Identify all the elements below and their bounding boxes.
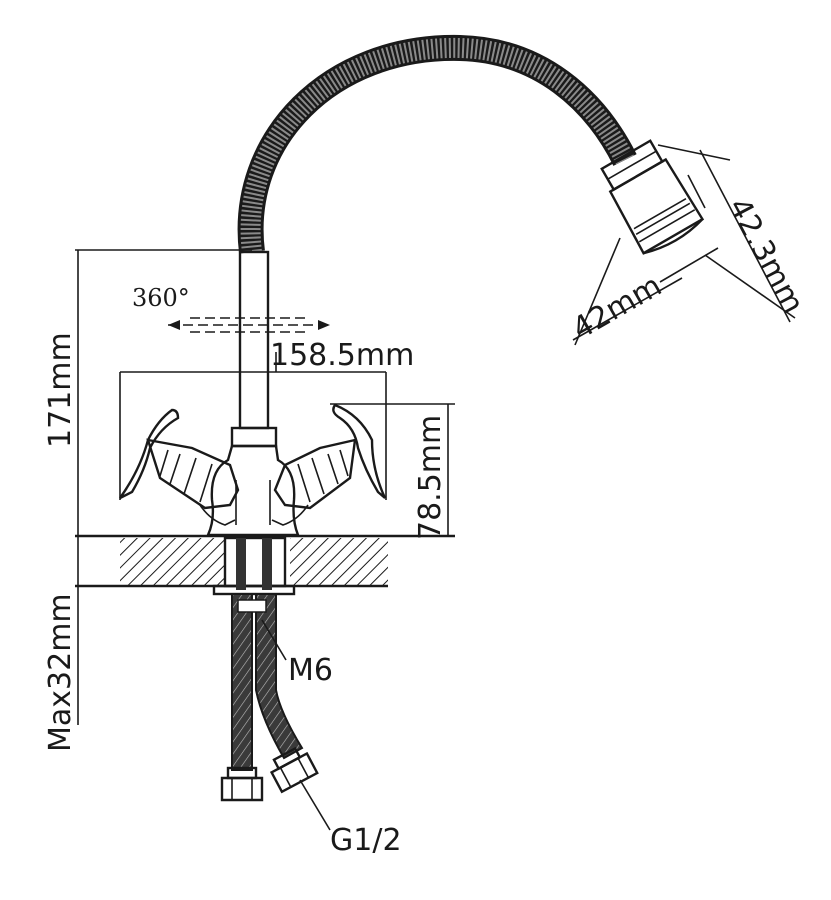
right-hose-nut bbox=[269, 746, 319, 794]
handle-height-label: 78.5mm bbox=[413, 415, 448, 540]
faucet-body bbox=[206, 426, 300, 537]
left-hose-nut bbox=[220, 766, 264, 802]
mounting-shank bbox=[212, 536, 296, 596]
rotation-label: 360° bbox=[132, 284, 190, 312]
spray-head bbox=[600, 139, 705, 255]
spray-depth-label: 42.3mm bbox=[721, 192, 811, 319]
height-total-label: 171mm bbox=[43, 332, 78, 448]
stud-thread-label: M6 bbox=[288, 653, 333, 688]
rotation-indicator bbox=[168, 317, 330, 333]
right-handle bbox=[271, 403, 387, 526]
spout-tube bbox=[238, 250, 270, 430]
spray-width-label: 42mm bbox=[567, 268, 668, 347]
handle-span-label: 158.5mm bbox=[270, 338, 414, 373]
left-handle bbox=[119, 408, 240, 526]
spray-dimension-lines bbox=[572, 144, 796, 346]
inlet-thread-label: G1/2 bbox=[330, 823, 402, 858]
dimension-lines bbox=[75, 249, 455, 831]
flexible-spout bbox=[237, 34, 637, 254]
supply-hoses bbox=[231, 593, 304, 771]
max-counter-thickness-label: Max32mm bbox=[43, 593, 78, 752]
countertop bbox=[75, 534, 455, 588]
